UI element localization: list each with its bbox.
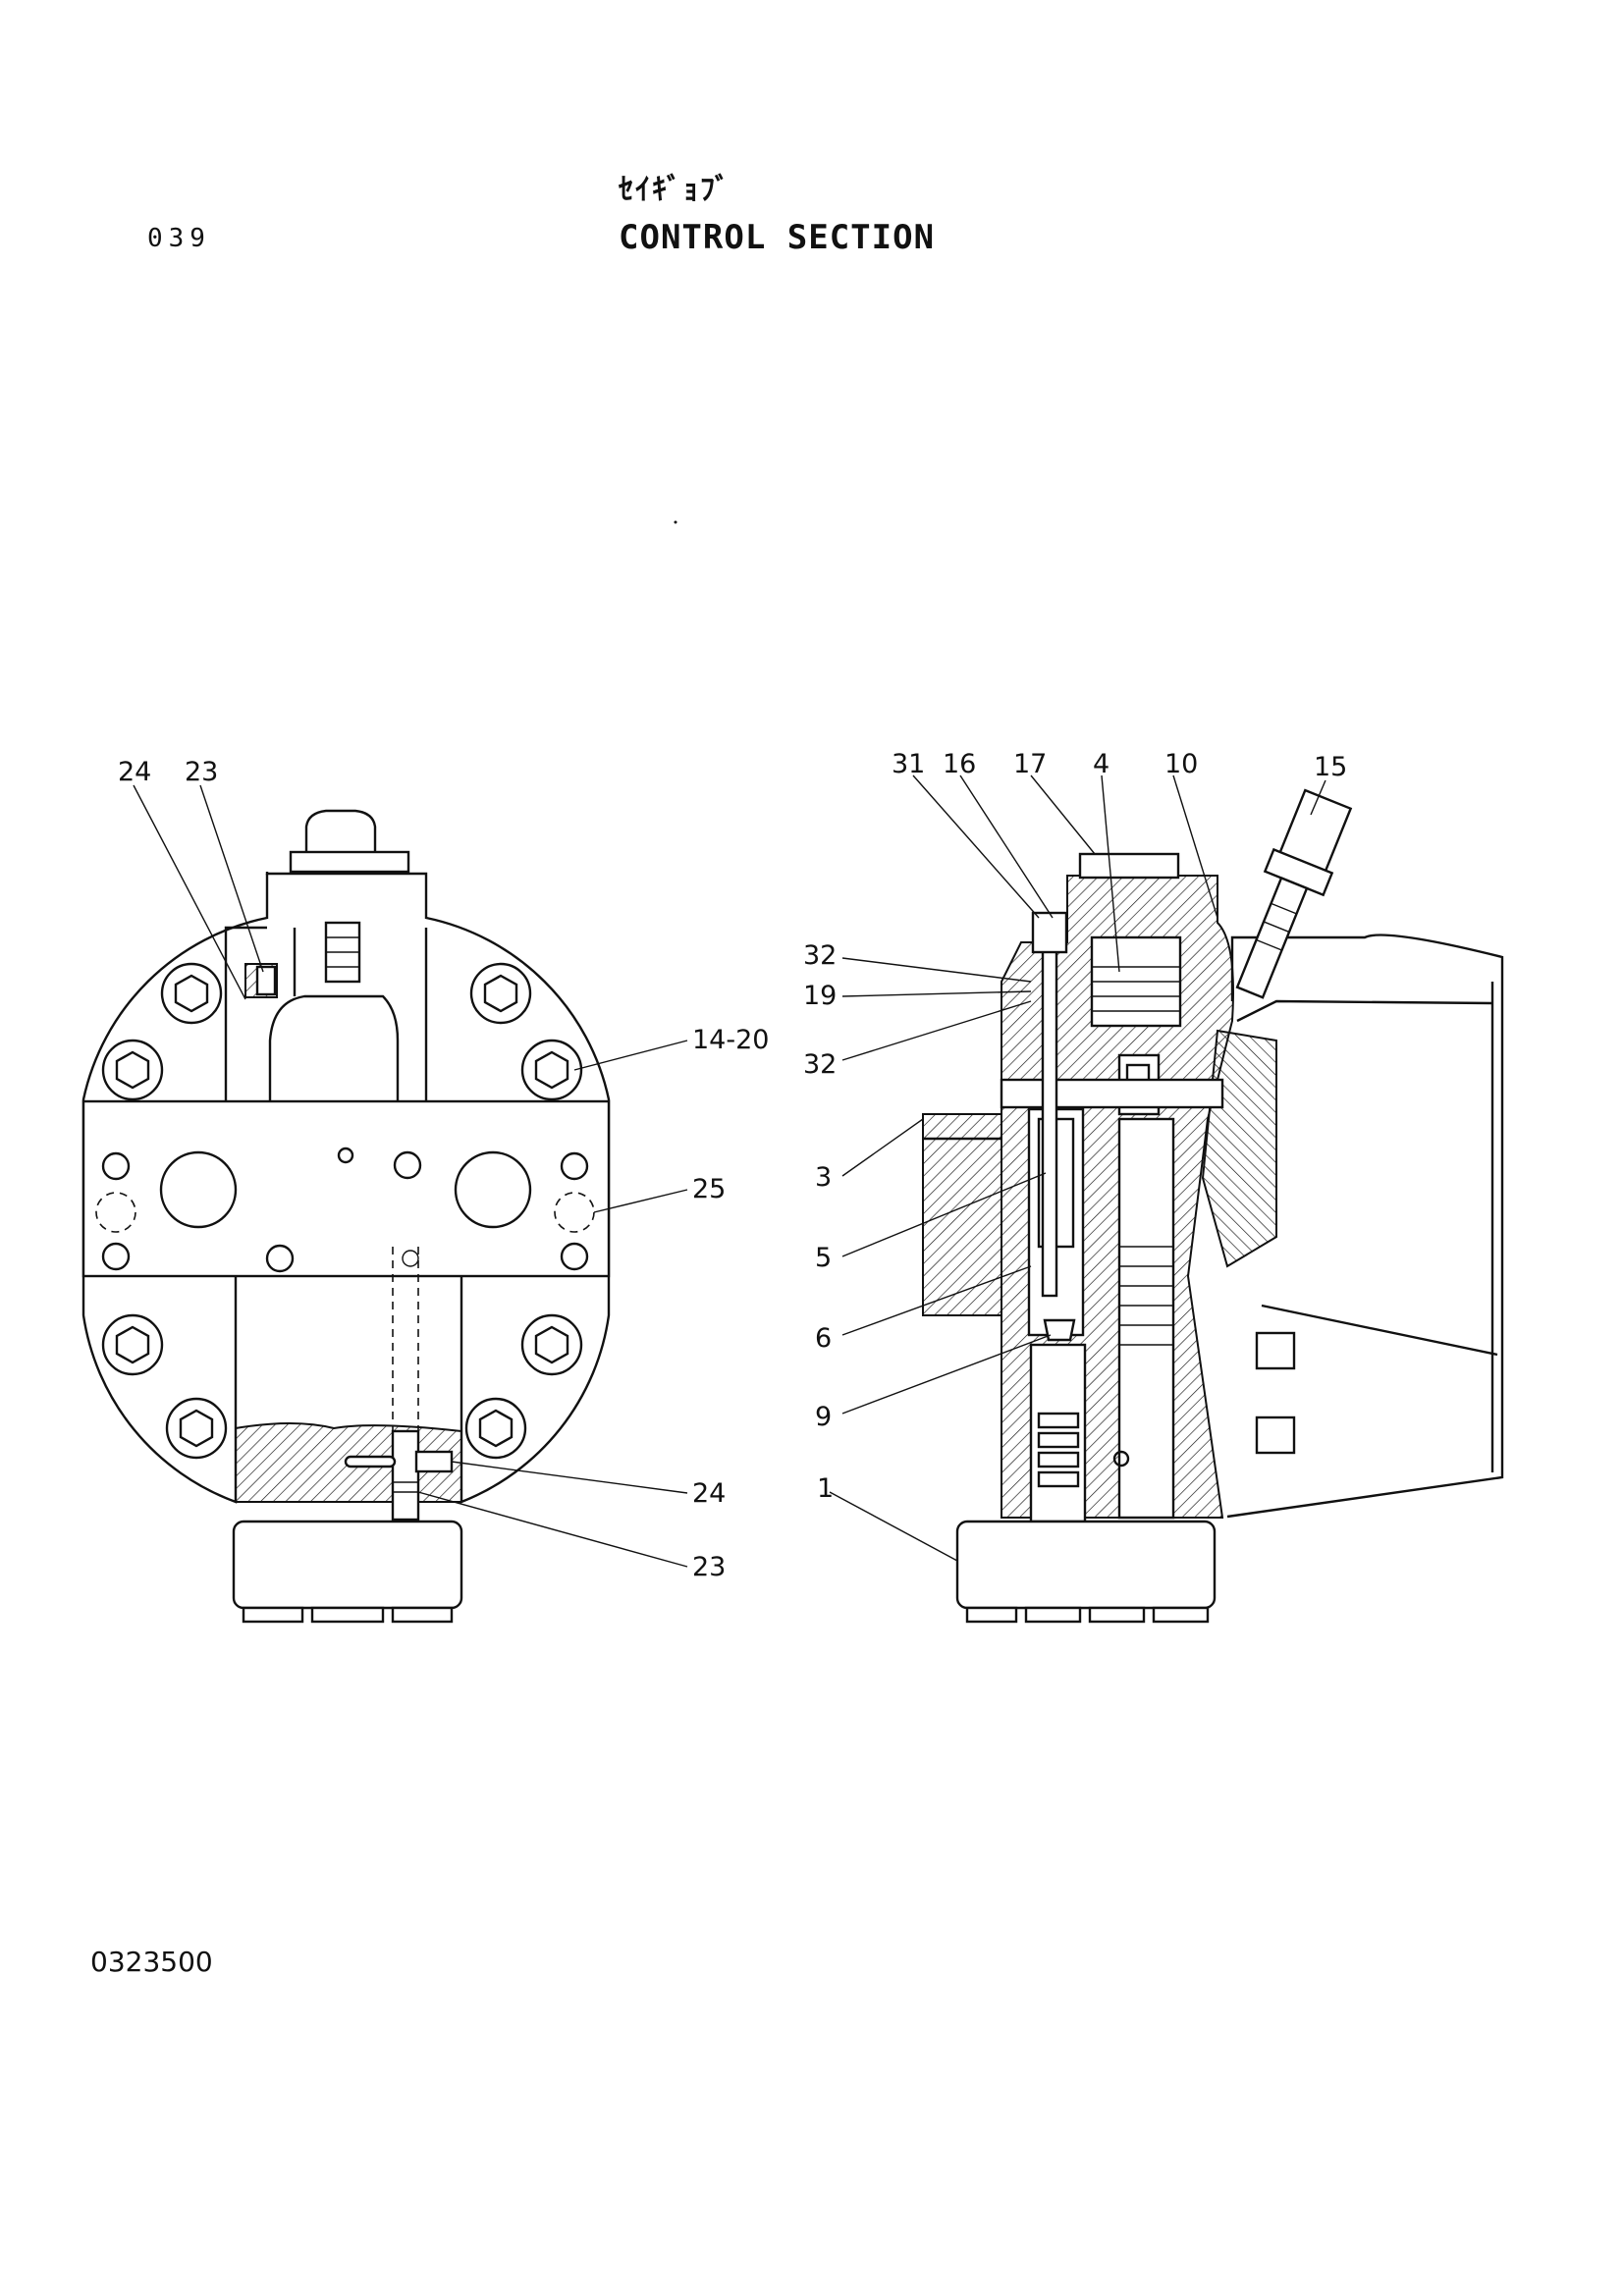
callout-23-bottom: 23 [692,1552,726,1582]
callout-6: 6 [815,1323,832,1354]
left-leader-lines [133,784,688,1568]
callout-16: 16 [943,749,976,779]
right-leader-lines [829,774,1326,1562]
callout-19: 19 [803,981,837,1011]
callout-17: 17 [1013,749,1047,779]
callout-31: 31 [892,749,925,779]
drawing-code: 0323500 [90,1946,213,1978]
callout-14-20: 14-20 [692,1025,769,1055]
bolt-icon [101,962,583,1460]
callout-4: 4 [1093,749,1109,779]
callout-23-top: 23 [185,757,218,787]
left-end-view [81,809,611,1624]
callout-32-lower: 32 [803,1049,837,1080]
callout-25: 25 [692,1174,726,1204]
callout-24-top: 24 [118,757,151,787]
callout-3: 3 [815,1162,832,1193]
page-number: 039 [147,224,211,253]
callout-32-upper: 32 [803,940,837,971]
callout-9: 9 [815,1402,832,1432]
page-title: CONTROL SECTION [619,218,936,257]
callout-1: 1 [817,1473,834,1504]
callout-15: 15 [1314,752,1347,782]
title-kana: ｾｲｷﾞｮﾌﾞ [619,173,731,207]
callout-5: 5 [815,1243,832,1273]
callout-10: 10 [1164,749,1198,779]
right-section-view [922,788,1504,1624]
callout-24-bottom: 24 [692,1478,726,1509]
